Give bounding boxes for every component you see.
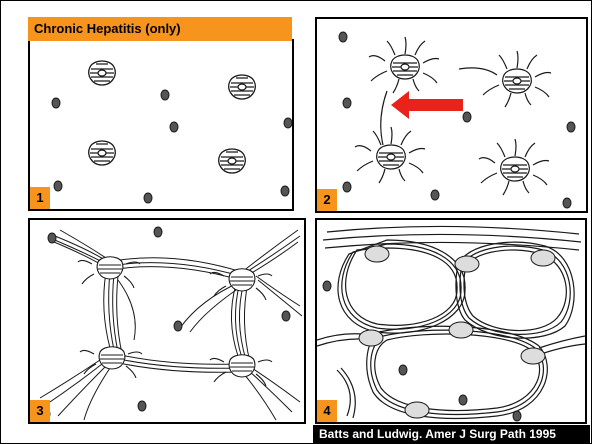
diagram-panel-1: 1 — [28, 39, 294, 211]
red-arrow — [391, 91, 463, 119]
diagram-panel-3: 3 — [28, 218, 306, 424]
panel-3-drawing — [30, 220, 304, 422]
slide-title: Chronic Hepatitis (only) — [28, 17, 292, 41]
diagram-panel-4: 4 — [315, 218, 587, 424]
panel-2-drawing — [317, 19, 586, 211]
connecting-process — [381, 91, 387, 145]
diagram-panel-2: 2 — [315, 17, 588, 213]
fibrous-septa — [40, 230, 302, 420]
panel-number-2: 2 — [317, 189, 337, 211]
stellate-cells-quiescent — [89, 61, 256, 173]
hepatocyte-nuclei — [52, 90, 292, 203]
hepatocyte-nuclei — [323, 281, 521, 421]
panel-number-1: 1 — [30, 187, 50, 209]
hepatocyte-nuclei — [42, 227, 290, 419]
panel-number-4: 4 — [317, 400, 337, 422]
panel-1-drawing — [30, 41, 292, 209]
activated-stellate-cells — [355, 37, 551, 195]
hepatocyte-nuclei — [339, 32, 575, 208]
citation-caption: Batts and Ludwig. Amer J Surg Path 1995 — [313, 425, 590, 443]
panel-number-3: 3 — [30, 400, 50, 422]
panel-4-drawing — [317, 220, 585, 422]
